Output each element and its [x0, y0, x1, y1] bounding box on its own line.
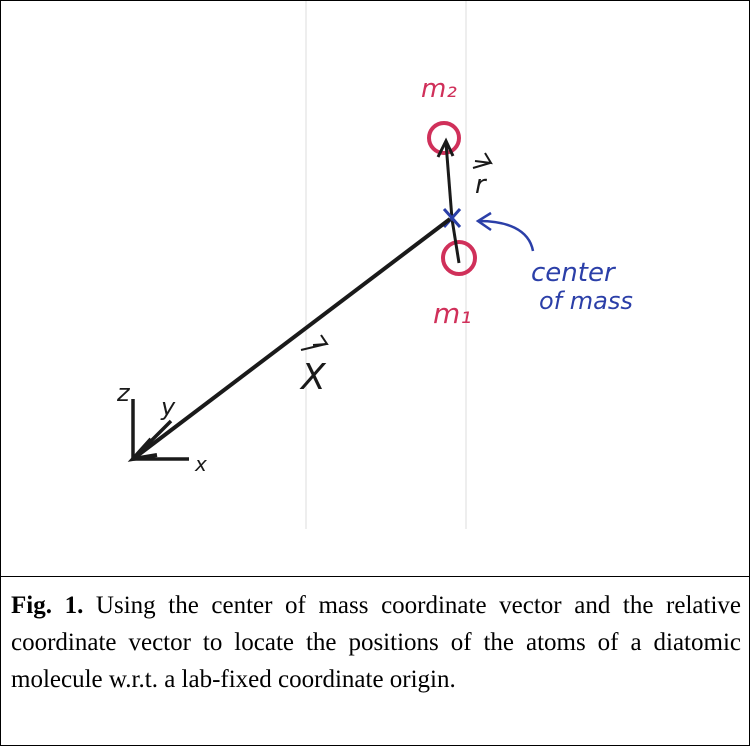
relative-vector-line [444, 142, 454, 220]
center-of-mass-pointer [478, 219, 535, 252]
label-m2: m₂ [421, 74, 457, 104]
caption-label: Fig. 1. [11, 592, 84, 619]
atom-m1-circle [441, 240, 477, 276]
center-of-mass-pointer-head [475, 211, 492, 232]
center-of-mass-vector-line [131, 217, 452, 461]
label-center-line1: center [531, 258, 617, 288]
x-vector-overarrow [312, 334, 329, 346]
label-axis-x: x [194, 452, 207, 476]
label-center-line2: of mass [539, 287, 633, 315]
diagram-area: m₂ m₁ r X center of mass z y x [1, 1, 749, 577]
diatomic-diagram: m₂ m₁ r X center of mass z y x [116, 1, 633, 529]
figure-caption: Fig. 1. Using the center of mass coordin… [11, 587, 741, 698]
relative-vector-arrowhead [436, 137, 455, 158]
label-m1: m₁ [433, 297, 472, 330]
axis-y-line [131, 419, 173, 461]
label-r-vector: r [475, 170, 488, 200]
x-vector-overarrow-stem [300, 343, 327, 351]
label-x-vector: X [299, 357, 327, 398]
center-to-m1-line [450, 218, 461, 264]
label-axis-y: y [160, 393, 176, 421]
r-vector-overarrow [474, 152, 493, 165]
caption-text: Using the center of mass coordinate vect… [11, 592, 742, 693]
r-vector-overarrow-stem [472, 162, 491, 169]
atom-m2-circle [427, 121, 461, 155]
label-axis-z: z [116, 379, 131, 407]
